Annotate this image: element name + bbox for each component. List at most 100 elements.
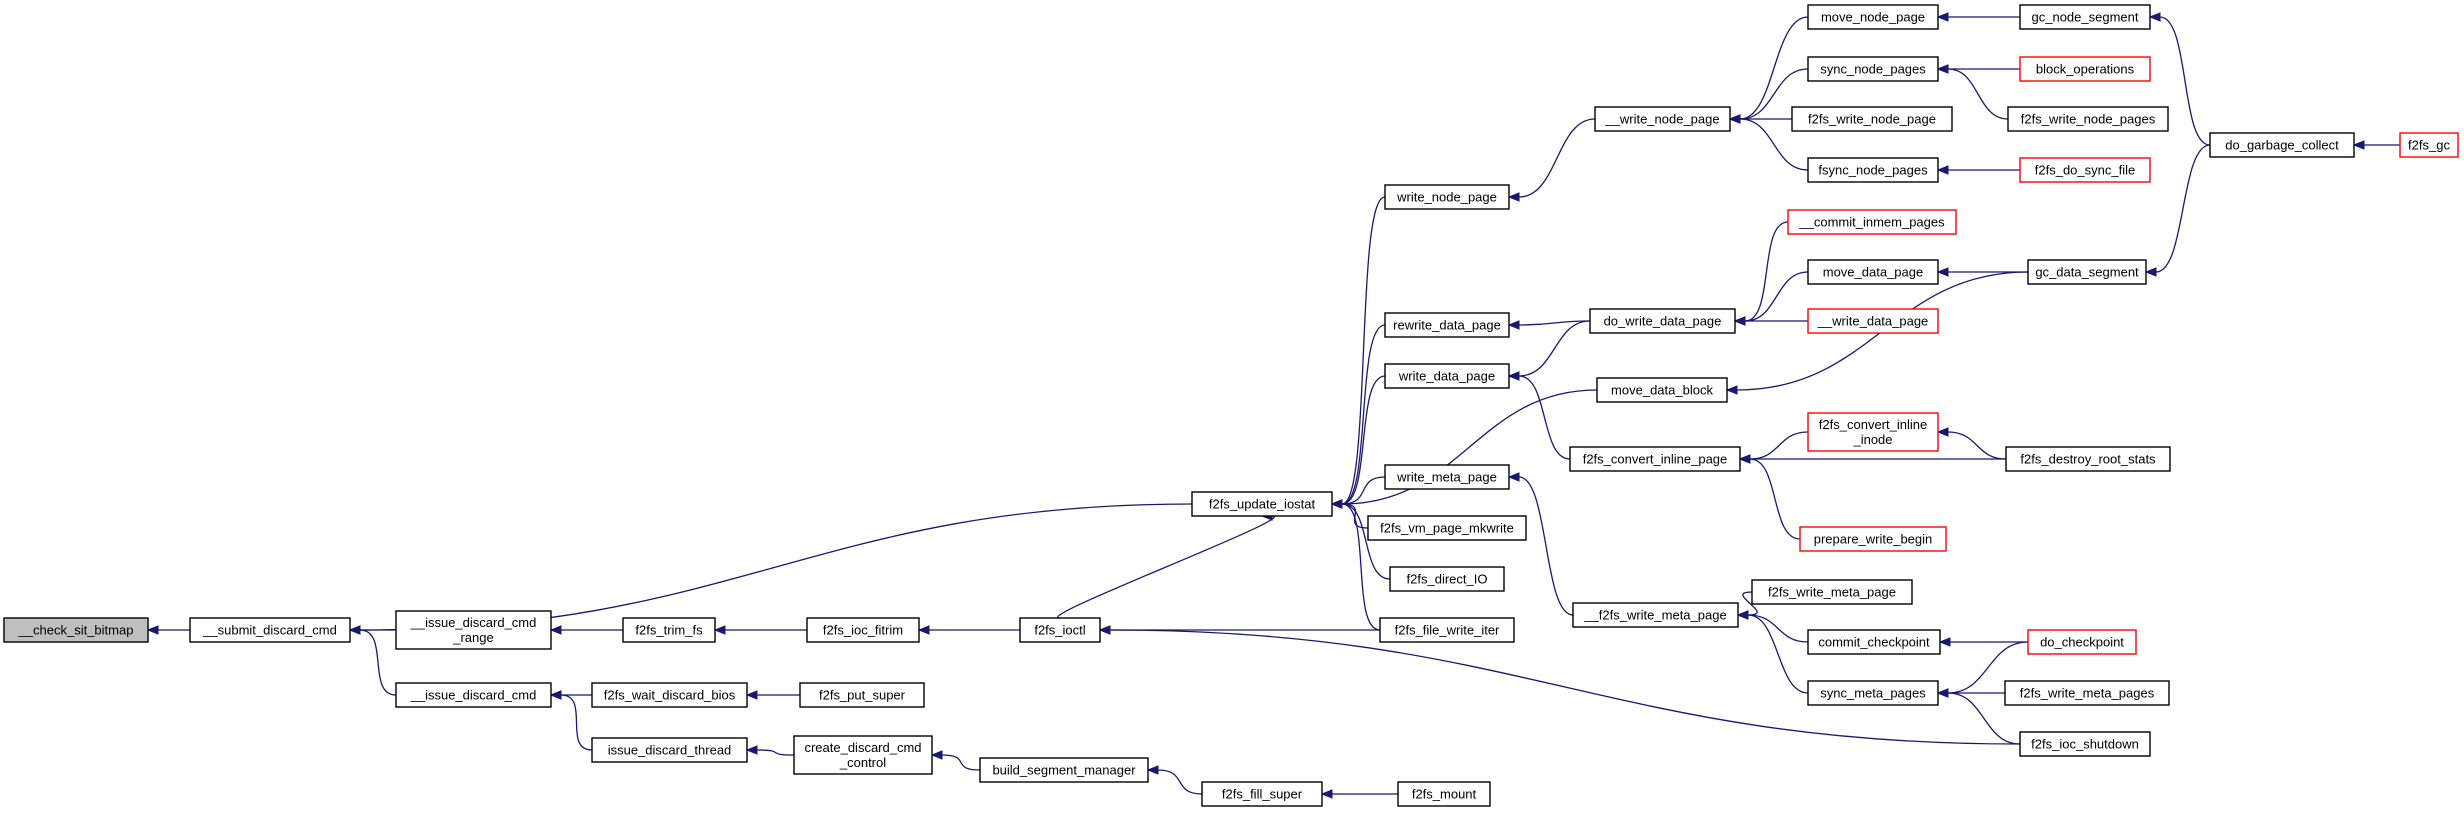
node-commit_inmem_pages[interactable]: __commit_inmem_pages: [1787, 209, 1957, 235]
node-label-gc_data_segment: gc_data_segment: [2035, 265, 2139, 280]
node-f2fs_vm_page_mkwrite[interactable]: f2fs_vm_page_mkwrite: [1367, 515, 1527, 541]
node-do_write_data_page[interactable]: do_write_data_page: [1589, 308, 1736, 334]
arrowhead-create_discard_cmd_control-to-issue_discard_thread: [745, 745, 758, 755]
node-f2fs_ioc_fitrim[interactable]: f2fs_ioc_fitrim: [806, 617, 920, 643]
node-label-sync_meta_pages: sync_meta_pages: [1820, 686, 1926, 701]
node-do_garbage_collect[interactable]: do_garbage_collect: [2209, 132, 2355, 158]
node-box-move_node_page: [1807, 4, 1939, 30]
arrowhead-issue_discard_thread-to-issue_discard_cmd: [549, 690, 562, 700]
node-box-f2fs_file_write_iter: [1379, 617, 1515, 643]
node-box-f2fs_ioc_shutdown: [2019, 731, 2151, 757]
node-issue_discard_thread[interactable]: issue_discard_thread: [591, 737, 748, 763]
edge-do_write_data_page-to-rewrite_data_page: [1518, 320, 1591, 326]
node-rewrite_data_page[interactable]: rewrite_data_page: [1384, 312, 1510, 338]
edge-f2fs_file_write_iter-to-f2fs_update_iostat: [1341, 503, 1381, 631]
node-f2fs_trim_fs[interactable]: f2fs_trim_fs: [622, 617, 716, 643]
node-label-block_operations: block_operations: [2036, 62, 2135, 77]
node-submit_discard_cmd[interactable]: __submit_discard_cmd: [189, 617, 351, 643]
node-box-f2fs_vm_page_mkwrite: [1367, 515, 1527, 541]
node-f2fs_ioctl[interactable]: f2fs_ioctl: [1019, 617, 1101, 643]
node-f2fs_destroy_root_stats[interactable]: f2fs_destroy_root_stats: [2005, 446, 2171, 472]
node-box-submit_discard_cmd: [189, 617, 351, 643]
node-f2fs_convert_inline_inode[interactable]: f2fs_convert_inline_inode: [1807, 412, 1939, 452]
edge-f2fs_destroy_root_stats-to-f2fs_convert_inline_inode: [1947, 431, 2007, 460]
node-box-f2fs_write_node_pages: [2007, 106, 2169, 132]
node-f2fs_do_sync_file[interactable]: f2fs_do_sync_file: [2019, 157, 2151, 183]
node-box-write_node_page: [1384, 184, 1510, 210]
node-issue_discard_cmd[interactable]: __issue_discard_cmd: [395, 682, 552, 708]
node-move_node_page[interactable]: move_node_page: [1807, 4, 1939, 30]
edge-write_meta_page-to-f2fs_update_iostat: [1341, 476, 1386, 505]
node-f2fs_put_super[interactable]: f2fs_put_super: [799, 682, 925, 708]
node-f2fs_write_meta_page[interactable]: f2fs_write_meta_page: [1751, 579, 1913, 605]
edge-fsync_node_pages-to-write_node_page_u: [1739, 118, 1809, 171]
node-f2fs_gc[interactable]: f2fs_gc: [2399, 132, 2459, 158]
node-f2fs_convert_inline_page[interactable]: f2fs_convert_inline_page: [1569, 446, 1741, 472]
node-f2fs_fill_super[interactable]: f2fs_fill_super: [1201, 781, 1323, 807]
node-write_meta_page[interactable]: write_meta_page: [1384, 464, 1510, 490]
node-box-f2fs_do_sync_file: [2019, 157, 2151, 183]
edge-commit_inmem_pages-to-do_write_data_page: [1744, 221, 1789, 322]
node-build_segment_manager[interactable]: build_segment_manager: [979, 757, 1149, 783]
node-label-commit_inmem_pages: __commit_inmem_pages: [1798, 215, 1945, 230]
node-label-move_data_page: move_data_page: [1823, 265, 1923, 280]
node-f2fs_write_meta_page_u[interactable]: __f2fs_write_meta_page: [1572, 602, 1739, 628]
node-commit_checkpoint[interactable]: commit_checkpoint: [1807, 629, 1941, 655]
node-fsync_node_pages[interactable]: fsync_node_pages: [1807, 157, 1939, 183]
node-f2fs_direct_IO[interactable]: f2fs_direct_IO: [1389, 566, 1505, 592]
node-move_data_page[interactable]: move_data_page: [1807, 259, 1939, 285]
node-block_operations[interactable]: block_operations: [2019, 56, 2151, 82]
node-box-f2fs_write_meta_pages: [2004, 680, 2170, 706]
arrowhead-f2fs_ioctl-to-f2fs_ioc_fitrim: [917, 625, 930, 635]
node-box-do_write_data_page: [1589, 308, 1736, 334]
node-box-f2fs_update_iostat: [1191, 491, 1333, 517]
node-label-f2fs_convert_inline_inode: f2fs_convert_inline: [1819, 417, 1927, 432]
node-box-f2fs_ioctl: [1019, 617, 1101, 643]
node-f2fs_write_meta_pages[interactable]: f2fs_write_meta_pages: [2004, 680, 2170, 706]
node-box-f2fs_gc: [2399, 132, 2459, 158]
node-f2fs_ioc_shutdown[interactable]: f2fs_ioc_shutdown: [2019, 731, 2151, 757]
arrowhead-f2fs_trim_fs-to-issue_discard_cmd_range: [549, 625, 562, 635]
edge-sync_meta_pages-to-f2fs_write_meta_page_u: [1747, 614, 1809, 694]
node-box-f2fs_mount: [1397, 781, 1491, 807]
node-label-do_garbage_collect: do_garbage_collect: [2225, 138, 2339, 153]
node-gc_data_segment[interactable]: gc_data_segment: [2027, 259, 2147, 285]
arrowhead-build_segment_manager-to-create_discard_cmd_control: [930, 750, 943, 760]
node-box-gc_node_segment: [2019, 4, 2151, 30]
node-box-f2fs_put_super: [799, 682, 925, 708]
arrowhead-f2fs_put_super-to-f2fs_wait_discard_bios: [745, 690, 758, 700]
node-f2fs_write_node_page[interactable]: f2fs_write_node_page: [1791, 106, 1953, 132]
node-label-f2fs_direct_IO: f2fs_direct_IO: [1407, 572, 1488, 587]
edge-write_node_page_u-to-write_node_page: [1518, 118, 1596, 198]
node-sync_meta_pages[interactable]: sync_meta_pages: [1807, 680, 1939, 706]
edge-commit_checkpoint-to-f2fs_write_meta_page_u: [1747, 614, 1809, 643]
node-issue_discard_cmd_range[interactable]: __issue_discard_cmd_range: [395, 610, 552, 650]
node-move_data_block[interactable]: move_data_block: [1596, 377, 1728, 403]
node-write_node_page[interactable]: write_node_page: [1384, 184, 1510, 210]
node-write_data_page_u[interactable]: __write_data_page: [1807, 308, 1939, 334]
node-create_discard_cmd_control[interactable]: create_discard_cmd_control: [793, 735, 933, 775]
node-gc_node_segment[interactable]: gc_node_segment: [2019, 4, 2151, 30]
node-f2fs_update_iostat[interactable]: f2fs_update_iostat: [1191, 491, 1333, 517]
node-box-create_discard_cmd_control: [793, 735, 933, 775]
arrowhead-f2fs_do_sync_file-to-fsync_node_pages: [1936, 165, 1949, 175]
node-do_checkpoint[interactable]: do_checkpoint: [2027, 629, 2137, 655]
node-label-f2fs_ioc_fitrim: f2fs_ioc_fitrim: [823, 623, 903, 638]
node-label-issue_discard_cmd_range: __issue_discard_cmd: [410, 615, 537, 630]
node-write_node_page_u[interactable]: __write_node_page: [1594, 106, 1731, 132]
node-f2fs_file_write_iter[interactable]: f2fs_file_write_iter: [1379, 617, 1515, 643]
node-f2fs_mount[interactable]: f2fs_mount: [1397, 781, 1491, 807]
arrowhead-do_garbage_collect-to-gc_data_segment: [2144, 267, 2157, 277]
edge-move_data_page-to-do_write_data_page: [1744, 271, 1809, 322]
node-prepare_write_begin[interactable]: prepare_write_begin: [1799, 526, 1947, 552]
arrowhead-do_checkpoint-to-commit_checkpoint: [1938, 637, 1951, 647]
node-f2fs_write_node_pages[interactable]: f2fs_write_node_pages: [2007, 106, 2169, 132]
node-write_data_page[interactable]: write_data_page: [1384, 363, 1510, 389]
arrowhead-f2fs_mount-to-f2fs_fill_super: [1320, 789, 1333, 799]
node-f2fs_wait_discard_bios[interactable]: f2fs_wait_discard_bios: [591, 682, 748, 708]
arrowhead-f2fs_ioc_shutdown-to-sync_meta_pages: [1936, 688, 1949, 698]
node-sync_node_pages[interactable]: sync_node_pages: [1807, 56, 1939, 82]
node-box-gc_data_segment: [2027, 259, 2147, 285]
edge-do_garbage_collect-to-gc_node_segment: [2159, 16, 2211, 146]
edge-f2fs_fill_super-to-build_segment_manager: [1157, 769, 1203, 795]
